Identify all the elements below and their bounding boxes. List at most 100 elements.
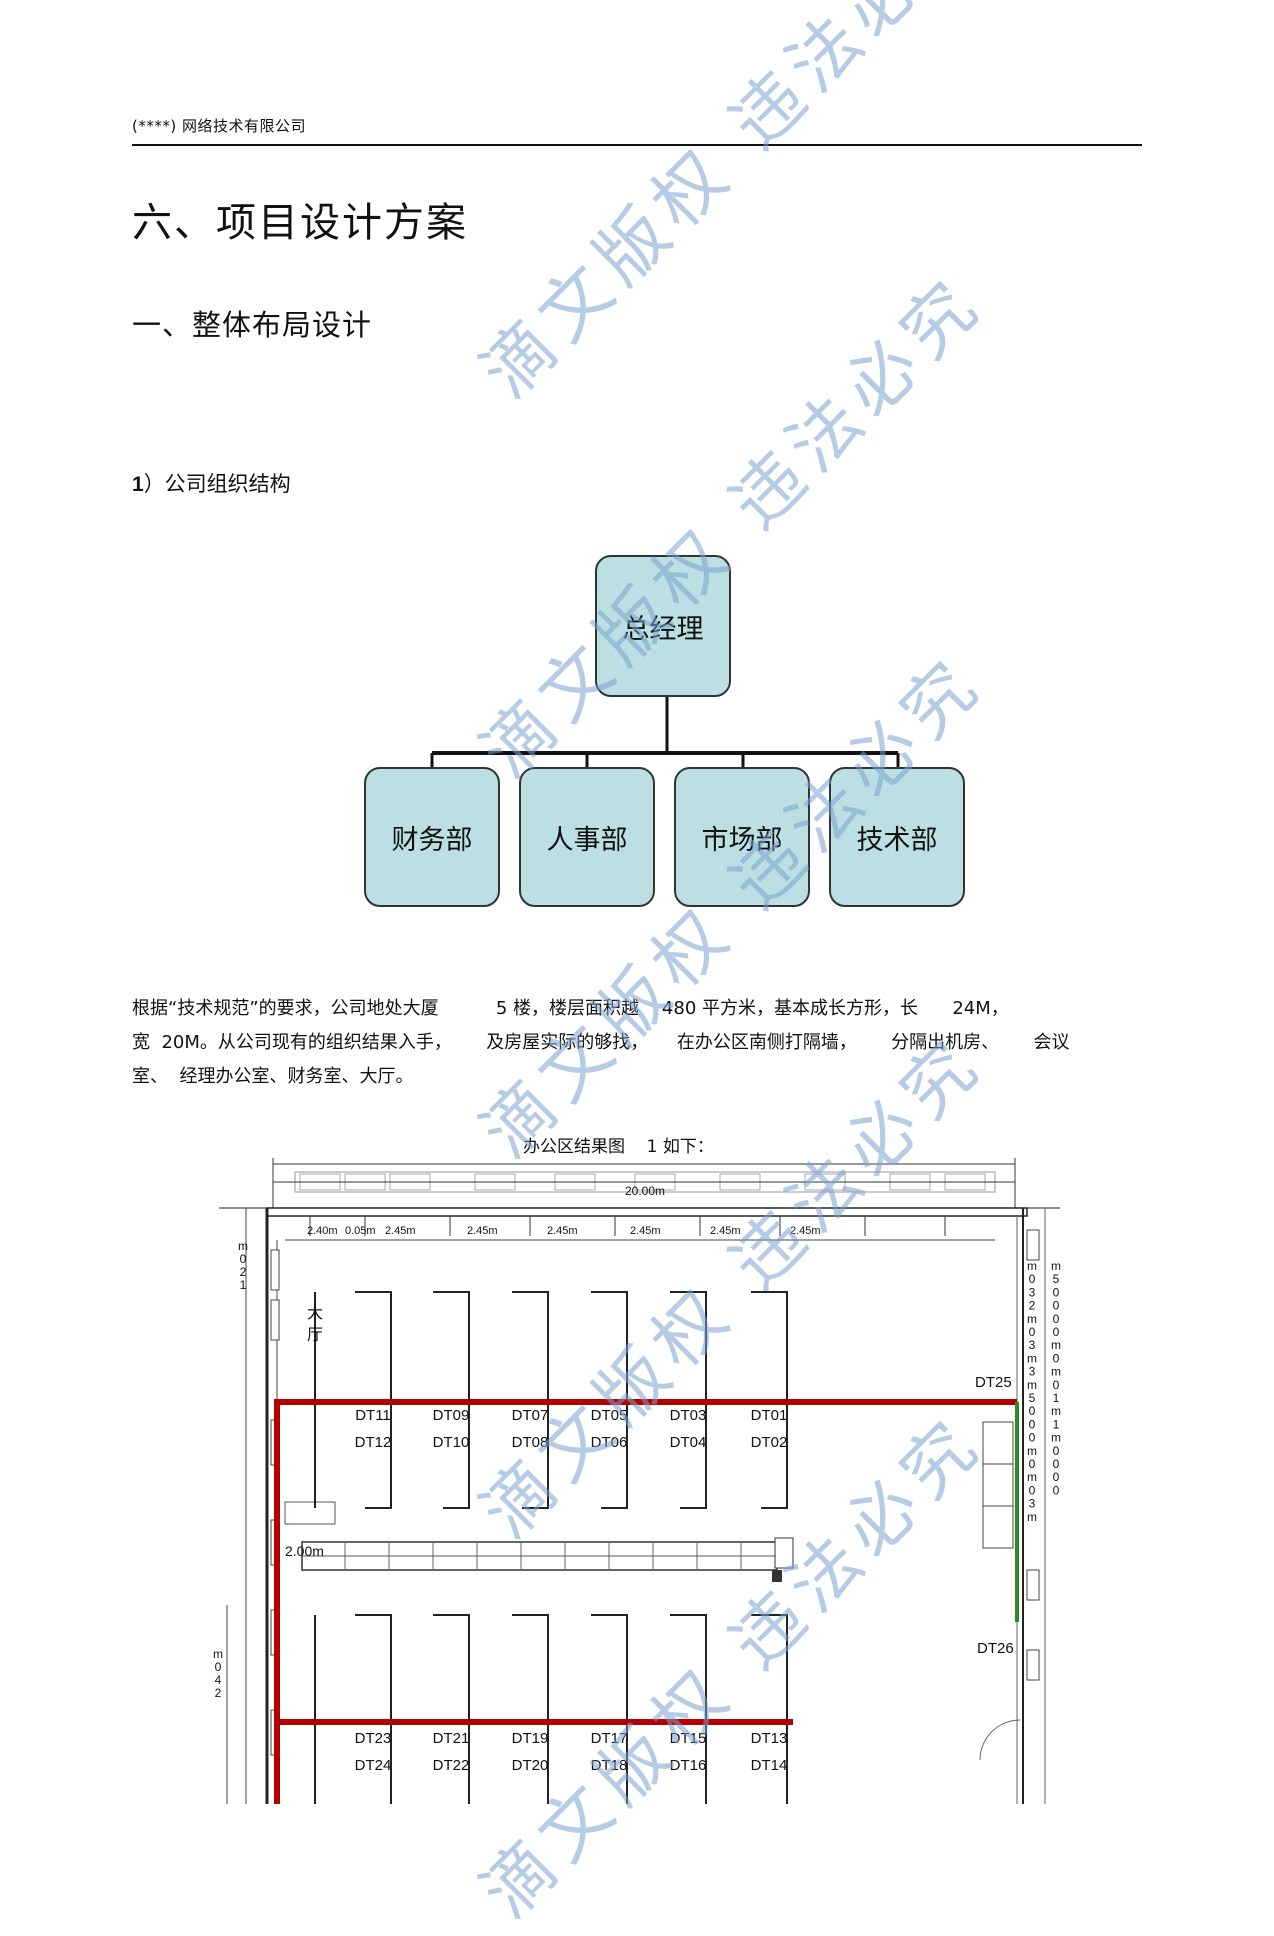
vertical-dimension-char: 4 — [215, 1673, 222, 1687]
desk-id-label: DT04 — [670, 1434, 707, 1451]
side-desk-label: DT26 — [977, 1640, 1014, 1657]
desk-id-label: DT07 — [512, 1407, 549, 1424]
org-box-dept: 技术部 — [829, 767, 965, 907]
org-box-dept: 财务部 — [364, 767, 500, 907]
desk-id-label: DT06 — [591, 1434, 628, 1451]
vertical-dimension-char: 0 — [1029, 1431, 1036, 1445]
floor-plan-drawing: 20.00m 2.40m 0.05m 2.45m 2.45m 2.45m 2.45m 2.45… — [213, 1158, 1061, 1804]
vertical-dimension-char: 0 — [1029, 1457, 1036, 1471]
desk-id-label: DT11 — [355, 1407, 391, 1424]
page-header: (****) 网络技术有限公司 — [132, 117, 306, 135]
segment-dimension-label: 2.45m — [710, 1225, 741, 1237]
side-desk-label: DT25 — [975, 1374, 1012, 1391]
vertical-dimension-char: 0 — [1053, 1457, 1060, 1471]
vertical-dimension-char: 0 — [1053, 1325, 1060, 1339]
org-box-root: 总经理 — [595, 555, 731, 697]
vertical-dimension-char: 1 — [240, 1278, 247, 1292]
desk-id-label: DT15 — [670, 1730, 707, 1747]
desk-id-label: DT20 — [512, 1757, 549, 1774]
vertical-dimension-char: m — [1051, 1365, 1061, 1379]
desk-id-label: DT24 — [355, 1757, 392, 1774]
vertical-dimension-char: 3 — [1029, 1497, 1036, 1511]
body-paragraph-line: 根据“技术规范”的要求，公司地处大厦 5 楼，楼层面积越 480 平方米，基本成… — [132, 998, 1009, 1019]
desk-id-label: DT01 — [751, 1407, 788, 1424]
page-title: 六、项目设计方案 — [132, 200, 468, 246]
desk-id-label: DT03 — [670, 1407, 707, 1424]
vertical-dimension-char: 0 — [1053, 1378, 1060, 1392]
vertical-dimension-char: m — [1027, 1378, 1037, 1392]
vertical-dimension-char: m — [1051, 1431, 1061, 1445]
segment-dimension-label: 2.45m — [790, 1225, 821, 1237]
org-box-dept: 人事部 — [519, 767, 655, 907]
vertical-dimension-char: m — [213, 1647, 223, 1661]
vertical-dimension-char: 2 — [240, 1265, 247, 1279]
lobby-label: 大 — [307, 1304, 323, 1322]
desk-id-label: DT19 — [512, 1730, 549, 1747]
vertical-dimension-char: 0 — [1053, 1444, 1060, 1458]
dimension-label: 20.00m — [625, 1184, 665, 1198]
vertical-dimension-char: 0 — [1053, 1285, 1060, 1299]
desk-id-label: DT05 — [591, 1407, 628, 1424]
desk-cluster — [670, 1614, 707, 1804]
subsection-number: 1 — [132, 473, 144, 496]
desk-id-label: DT16 — [670, 1757, 707, 1774]
lobby-label: 厅 — [307, 1327, 323, 1344]
desk-id-label: DT09 — [433, 1407, 470, 1424]
vertical-dimension-char: 2 — [215, 1686, 222, 1700]
section-heading: 一、整体布局设计 — [132, 308, 373, 342]
vertical-dimension-char: 5 — [1029, 1391, 1036, 1405]
vertical-dimension-char: 0 — [215, 1660, 222, 1674]
desk-cluster — [751, 1614, 788, 1804]
floor-plan: 20.00m 2.40m 0.05m 2.45m 2.45m 2.45m 2.45m 2.45… — [205, 1150, 1085, 1804]
desk-id-label: DT08 — [512, 1434, 549, 1451]
desk-id-label: DT23 — [355, 1730, 392, 1747]
segment-dimension-label: 2.45m — [547, 1225, 578, 1237]
desk-id-label: DT14 — [751, 1757, 788, 1774]
vertical-dimension-char: m — [1027, 1470, 1037, 1484]
watermark: 滴文版权 违法必究 — [465, 0, 999, 414]
body-paragraph-line: 室、 经理办公室、财务室、大厅。 — [132, 1066, 414, 1087]
org-chart: 总经理 财务部 人事部 市场部 技术部 — [360, 555, 970, 915]
desk-id-label: DT17 — [591, 1730, 628, 1747]
vertical-dimension-char: 3 — [1029, 1338, 1036, 1352]
vertical-dimension-char: 0 — [1053, 1483, 1060, 1497]
vertical-dimension-char: 2 — [1029, 1299, 1036, 1313]
desk-id-label: DT13 — [751, 1730, 788, 1747]
vertical-dimension-char: m — [1027, 1444, 1037, 1458]
aisle-width-label: 2.00m — [285, 1543, 324, 1559]
vertical-dimension-char: m — [238, 1239, 248, 1253]
desk-id-label: DT22 — [433, 1757, 470, 1774]
org-box-dept: 市场部 — [674, 767, 810, 907]
header-rule — [132, 144, 1142, 146]
vertical-dimension-char: m — [1027, 1510, 1037, 1524]
vertical-dimension-char: m — [1051, 1404, 1061, 1418]
vertical-dimension-char: 0 — [1029, 1272, 1036, 1286]
vertical-dimension-char: 1 — [1053, 1391, 1060, 1405]
vertical-dimension-char: 0 — [240, 1252, 247, 1266]
vertical-dimension-char: 0 — [1029, 1417, 1036, 1431]
vertical-dimension-char: 0 — [1029, 1404, 1036, 1418]
org-connectors — [430, 695, 900, 767]
desk-cluster — [591, 1614, 628, 1804]
figure-caption: 办公区结果图 1 如下： — [523, 1137, 714, 1157]
vertical-dimension-char: 0 — [1053, 1299, 1060, 1313]
vertical-dimension-char: 0 — [1029, 1325, 1036, 1339]
segment-dimension-label: 2.45m — [630, 1225, 661, 1237]
subsection-heading: 1）公司组织结构 — [132, 468, 291, 498]
segment-dimension-label: 0.05m — [345, 1225, 376, 1237]
vertical-dimension-char: m — [1027, 1312, 1037, 1326]
vertical-dimension-char: 1 — [1053, 1417, 1060, 1431]
desk-id-label: DT02 — [751, 1434, 788, 1451]
vertical-dimension-char: 0 — [1029, 1483, 1036, 1497]
vertical-dimension-char: 3 — [1029, 1365, 1036, 1379]
segment-dimension-label: 2.45m — [467, 1225, 498, 1237]
vertical-dimension-char: 5 — [1053, 1272, 1060, 1286]
desk-cluster — [355, 1614, 392, 1804]
desk-cluster — [512, 1614, 549, 1804]
desk-id-label: DT21 — [433, 1730, 470, 1747]
desk-id-label: DT18 — [591, 1757, 628, 1774]
segment-dimension-label: 2.45m — [385, 1225, 416, 1237]
vertical-dimension-char: 0 — [1053, 1470, 1060, 1484]
desk-cluster — [433, 1614, 470, 1804]
segment-dimension-label: 2.40m — [307, 1225, 338, 1237]
